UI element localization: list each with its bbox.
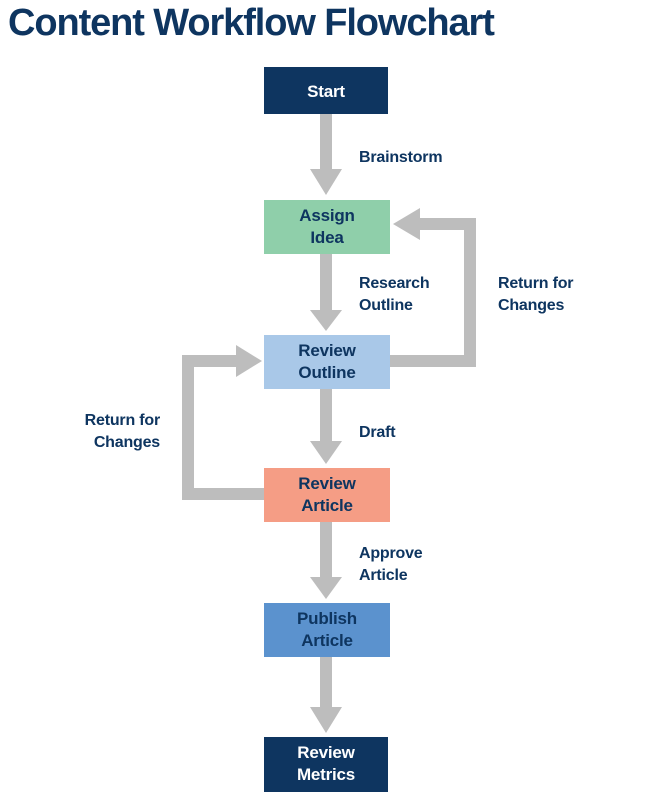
edge-label-brainstorm: Brainstorm bbox=[359, 149, 442, 166]
node-assign-idea-label-line1: Assign bbox=[299, 206, 354, 225]
edge-label-return-for-changes-left-line1: Return for bbox=[85, 412, 160, 429]
node-publish-article[interactable]: Publish Article bbox=[264, 603, 390, 657]
arrow-review-article-to-publish-article bbox=[310, 522, 342, 599]
edge-label-research-outline-line1: Research bbox=[359, 275, 429, 292]
node-review-article-label-line1: Review bbox=[298, 474, 356, 493]
node-publish-article-box[interactable] bbox=[264, 603, 390, 657]
node-review-metrics-label-line1: Review bbox=[297, 743, 355, 762]
node-publish-article-label-line1: Publish bbox=[297, 609, 357, 628]
node-review-outline-label-line2: Outline bbox=[298, 363, 355, 382]
node-review-article-label-line2: Article bbox=[301, 496, 353, 515]
arrow-return-loop-outline-to-assign-idea bbox=[390, 208, 476, 367]
node-review-outline-label-line1: Review bbox=[298, 341, 356, 360]
edge-label-return-for-changes-right-line1: Return for bbox=[498, 275, 573, 292]
edge-label-approve-article-line1: Approve bbox=[359, 545, 423, 562]
node-review-outline[interactable]: Review Outline bbox=[264, 335, 390, 389]
arrow-return-loop-article-to-review-outline bbox=[182, 345, 266, 500]
node-review-metrics-box[interactable] bbox=[264, 737, 388, 792]
node-start-box[interactable] bbox=[264, 67, 388, 114]
node-publish-article-label-line2: Article bbox=[301, 631, 353, 650]
arrow-review-outline-to-review-article bbox=[310, 389, 342, 464]
node-start-label: Start bbox=[307, 82, 345, 101]
edge-label-draft: Draft bbox=[359, 424, 396, 441]
edge-label-return-for-changes-left-line2: Changes bbox=[94, 434, 160, 451]
node-assign-idea-box[interactable] bbox=[264, 200, 390, 254]
arrow-publish-article-to-review-metrics bbox=[310, 657, 342, 733]
node-review-metrics[interactable]: Review Metrics bbox=[264, 737, 388, 792]
node-review-outline-box[interactable] bbox=[264, 335, 390, 389]
node-review-article-box[interactable] bbox=[264, 468, 390, 522]
node-start[interactable]: Start bbox=[264, 67, 388, 114]
node-assign-idea-label-line2: Idea bbox=[310, 228, 344, 247]
edge-label-research-outline-line2: Outline bbox=[359, 297, 413, 314]
edge-label-approve-article-line2: Article bbox=[359, 567, 408, 584]
arrow-assign-idea-to-review-outline bbox=[310, 254, 342, 331]
page-title: Content Workflow Flowchart bbox=[8, 2, 495, 44]
edge-label-return-for-changes-right-line2: Changes bbox=[498, 297, 564, 314]
arrow-start-to-assign-idea bbox=[310, 114, 342, 195]
node-review-article[interactable]: Review Article bbox=[264, 468, 390, 522]
node-assign-idea[interactable]: Assign Idea bbox=[264, 200, 390, 254]
node-review-metrics-label-line2: Metrics bbox=[297, 765, 355, 784]
